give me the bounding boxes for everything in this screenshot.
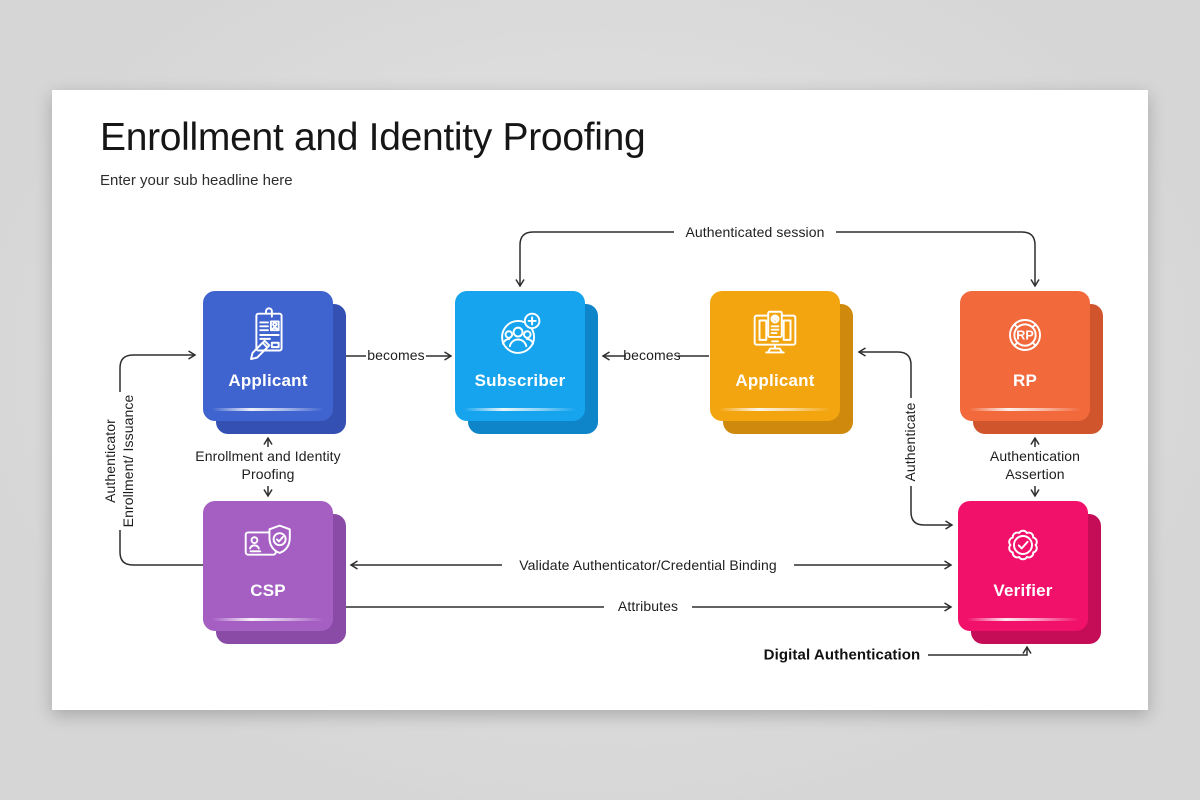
shine-highlight xyxy=(212,408,324,411)
node-applicant-rp-side: Applicant xyxy=(710,291,853,434)
shine-highlight xyxy=(464,408,576,411)
arrow-authenticate-lower xyxy=(910,486,954,530)
node-label: CSP xyxy=(250,581,286,600)
label-authenticated-session: Authenticated session xyxy=(685,224,825,241)
node-subscriber: Subscriber xyxy=(455,291,598,434)
shine-highlight xyxy=(719,408,831,411)
node-card: Applicant xyxy=(203,291,333,421)
node-label: Applicant xyxy=(228,371,308,390)
label-enrollment-proofing: Enrollment and Identity Proofing xyxy=(195,448,341,482)
label-authenticate: Authenticate xyxy=(902,402,919,482)
node-card: RP xyxy=(960,291,1090,421)
node-label: Verifier xyxy=(993,581,1053,600)
node-rp: RP xyxy=(960,291,1103,434)
shine-highlight xyxy=(212,618,324,621)
arrow-authenticator-issuance-lower xyxy=(119,530,203,566)
node-applicant-initial: Applicant xyxy=(203,291,346,434)
page-subtitle: Enter your sub headline here xyxy=(100,172,293,189)
node-verifier: Verifier xyxy=(958,501,1101,644)
arrow-authenticated-session-left xyxy=(515,231,674,288)
arrow-authenticate-upper xyxy=(857,347,912,398)
label-becomes-1: becomes xyxy=(367,347,425,364)
slide: Enrollment and Identity Proofing Enter y… xyxy=(52,90,1148,710)
arrow-authenticator-issuance-upper xyxy=(119,350,197,392)
shine-highlight xyxy=(969,408,1081,411)
node-label: Subscriber xyxy=(474,371,566,390)
monitor-id-icon xyxy=(744,304,806,366)
page-title: Enrollment and Identity Proofing xyxy=(100,116,646,159)
node-label: RP xyxy=(1012,371,1038,390)
diagram-connectors xyxy=(119,231,1040,656)
node-card: Verifier xyxy=(958,501,1088,631)
id-card-shield-icon xyxy=(237,514,299,576)
arrow-digital-authentication xyxy=(928,645,1032,656)
label-becomes-2: becomes xyxy=(623,347,681,364)
rp-badge-icon xyxy=(994,304,1056,366)
node-card: Subscriber xyxy=(455,291,585,421)
group-add-icon xyxy=(489,304,551,366)
rosette-check-icon xyxy=(992,514,1054,576)
label-authenticator-issuance: Authenticator Enrollment/ Issuance xyxy=(102,394,136,528)
node-csp: CSP xyxy=(203,501,346,644)
shine-highlight xyxy=(967,618,1079,621)
arrow-authenticated-session-right xyxy=(836,231,1040,288)
node-label: Applicant xyxy=(735,371,815,390)
label-validate-binding: Validate Authenticator/Credential Bindin… xyxy=(519,557,777,574)
label-digital-authentication: Digital Authentication xyxy=(763,646,921,664)
node-card: Applicant xyxy=(710,291,840,421)
label-attributes: Attributes xyxy=(617,598,679,615)
resume-pen-icon xyxy=(237,304,299,366)
label-authentication-assertion: Authentication Assertion xyxy=(989,448,1081,482)
node-card: CSP xyxy=(203,501,333,631)
